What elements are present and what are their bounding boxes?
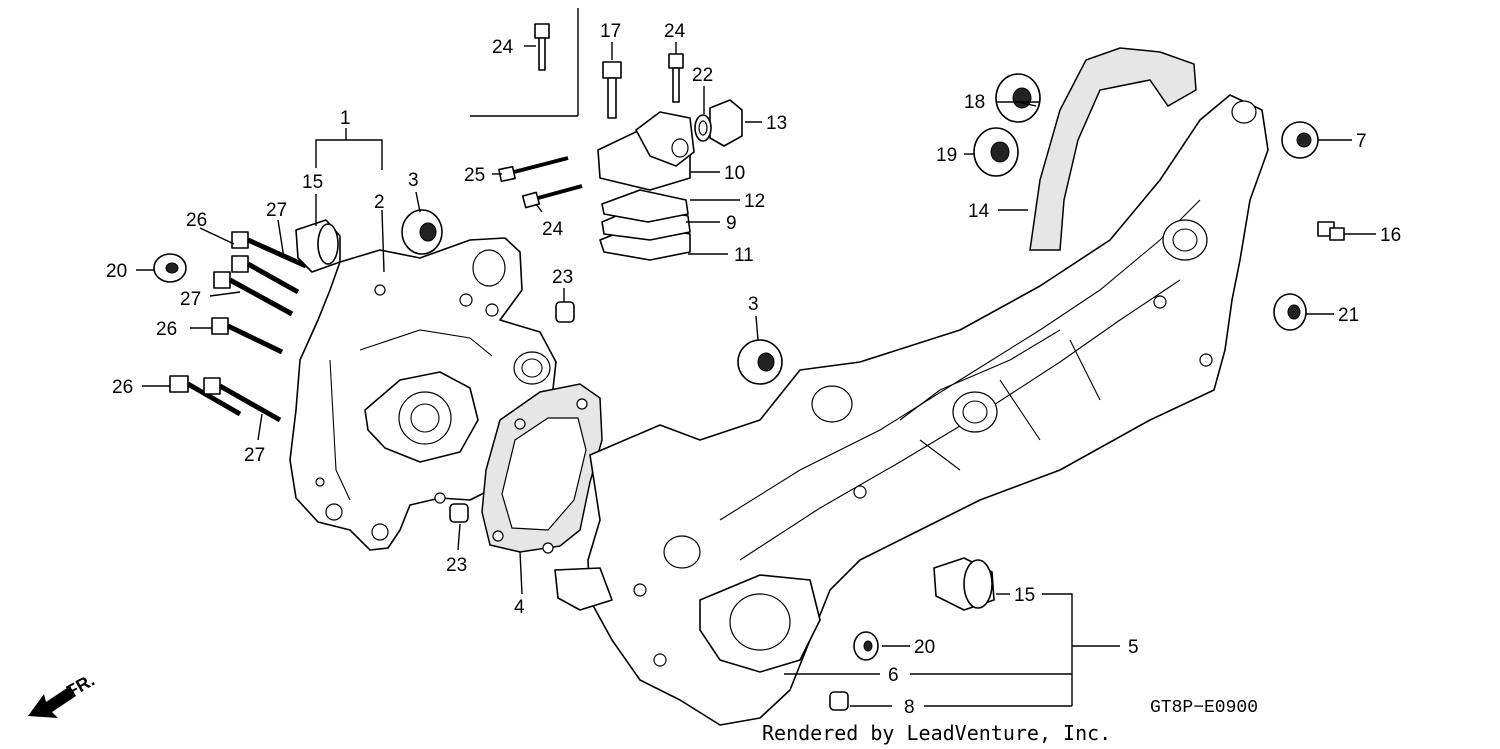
- bolt-27-b: [213, 271, 294, 317]
- callout-26-c: 26: [112, 377, 133, 398]
- callout-5: 5: [1128, 637, 1139, 658]
- callout-10: 10: [724, 163, 745, 184]
- callout-4: 4: [514, 597, 525, 618]
- callout-24-top-left: 24: [492, 37, 514, 58]
- callout-18: 18: [964, 92, 985, 113]
- bolt-25: [498, 156, 569, 183]
- callout-17: 17: [600, 21, 621, 42]
- leader-lines: [136, 42, 1376, 707]
- callout-23-bottom: 23: [446, 555, 467, 576]
- reed-valve-assembly: [597, 99, 743, 261]
- callout-11: 11: [734, 245, 754, 266]
- callout-14: 14: [968, 201, 990, 222]
- callout-16: 16: [1380, 225, 1401, 246]
- crankcase-gasket: [1029, 47, 1197, 251]
- callout-27-a: 27: [266, 200, 287, 221]
- bearing-18: [995, 73, 1041, 123]
- callout-3-left: 3: [408, 170, 419, 191]
- bolt-24-top: [668, 53, 684, 103]
- bolt-24-top-left: [534, 23, 550, 71]
- callout-20-right: 20: [914, 637, 935, 658]
- callout-23-top: 23: [552, 267, 573, 288]
- bolt-26-a: [231, 231, 308, 269]
- callout-labels: 1 2 3 3 4 5 6 7 8 9 10 11 12 13 14 15 15…: [106, 21, 1401, 718]
- callout-6: 6: [888, 665, 899, 686]
- bolt-24-reed: [521, 184, 583, 209]
- callout-24-top: 24: [664, 21, 686, 42]
- callout-26-a: 26: [186, 210, 207, 231]
- bolt-27-a: [231, 255, 300, 295]
- callout-15-right: 15: [1014, 585, 1035, 606]
- bearing-3-left: [401, 209, 443, 255]
- callout-13: 13: [766, 113, 787, 134]
- callout-24-reed: 24: [542, 219, 564, 240]
- fasteners: [169, 23, 1345, 423]
- callout-12: 12: [744, 191, 765, 212]
- dowel-23-top: [555, 301, 575, 323]
- callout-21: 21: [1338, 305, 1359, 326]
- callout-19: 19: [936, 145, 957, 166]
- bolt-16: [1317, 221, 1345, 241]
- seal-20-right: [853, 631, 879, 661]
- callout-26-b: 26: [156, 319, 177, 340]
- callout-1: 1: [340, 108, 351, 129]
- bearing-3-center: [737, 339, 783, 385]
- diagram-reference-code: GT8P−E0900: [1150, 698, 1258, 718]
- bearings-and-seals: [153, 73, 1319, 711]
- bolt-26-b: [211, 317, 284, 355]
- section-separator: [470, 8, 579, 117]
- callout-9: 9: [726, 213, 737, 234]
- bolt-17: [602, 61, 622, 119]
- bolt-27-c: [203, 377, 282, 423]
- callout-22: 22: [692, 65, 713, 86]
- callout-20-left: 20: [106, 261, 127, 282]
- callout-3-center: 3: [748, 294, 759, 315]
- callout-25: 25: [464, 165, 485, 186]
- cylinder-gasket: [481, 383, 603, 554]
- callout-15-left: 15: [302, 172, 323, 193]
- bushing-15-right: [933, 557, 995, 611]
- callout-8: 8: [904, 697, 915, 718]
- callout-2: 2: [374, 192, 385, 213]
- front-arrow-icon: [28, 686, 76, 718]
- callout-27-b: 27: [180, 289, 201, 310]
- right-crankcase: [554, 94, 1269, 726]
- bolt-26-c: [169, 375, 242, 417]
- render-credit: Rendered by LeadVenture, Inc.: [762, 721, 1111, 745]
- front-direction-indicator: FR.: [28, 670, 98, 718]
- dowel-8: [829, 691, 849, 711]
- callout-7: 7: [1356, 131, 1367, 152]
- callout-27-c: 27: [244, 445, 265, 466]
- seal-20-left: [153, 253, 187, 283]
- seal-7: [1281, 121, 1319, 159]
- dowel-23-bottom: [449, 503, 469, 523]
- seal-21: [1273, 293, 1307, 331]
- bearing-19: [973, 127, 1019, 177]
- bushing-15-left: [295, 219, 341, 273]
